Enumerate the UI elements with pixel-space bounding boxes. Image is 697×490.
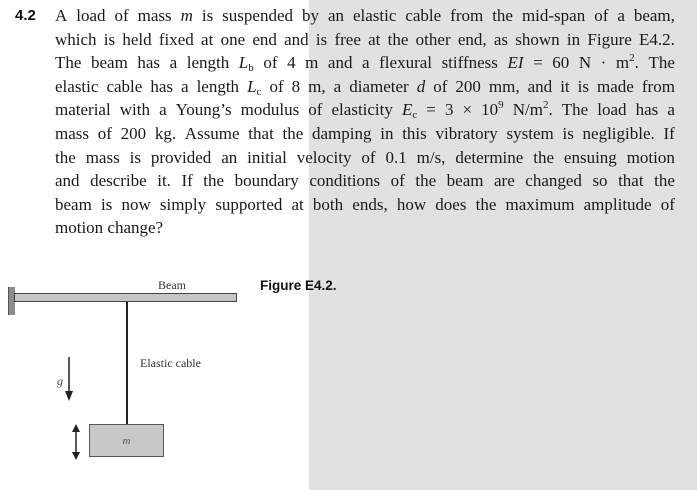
- text-line: motion change?: [55, 218, 164, 238]
- beam-label: Beam: [158, 278, 186, 292]
- fixed-wall-support-icon: [8, 287, 15, 315]
- motion-double-arrow-icon: [72, 424, 80, 460]
- mass-block: m: [89, 424, 164, 457]
- gray-background-panel: [309, 0, 697, 490]
- beam: [14, 293, 237, 302]
- gravity-label: g: [57, 374, 63, 388]
- cable-label: Elastic cable: [140, 356, 201, 370]
- problem-number: 4.2: [15, 7, 36, 24]
- elastic-cable: [126, 302, 128, 424]
- gravity-arrow-down-icon: [65, 357, 73, 401]
- figure-caption: Figure E4.2.: [260, 278, 337, 293]
- mass-label: m: [122, 434, 131, 447]
